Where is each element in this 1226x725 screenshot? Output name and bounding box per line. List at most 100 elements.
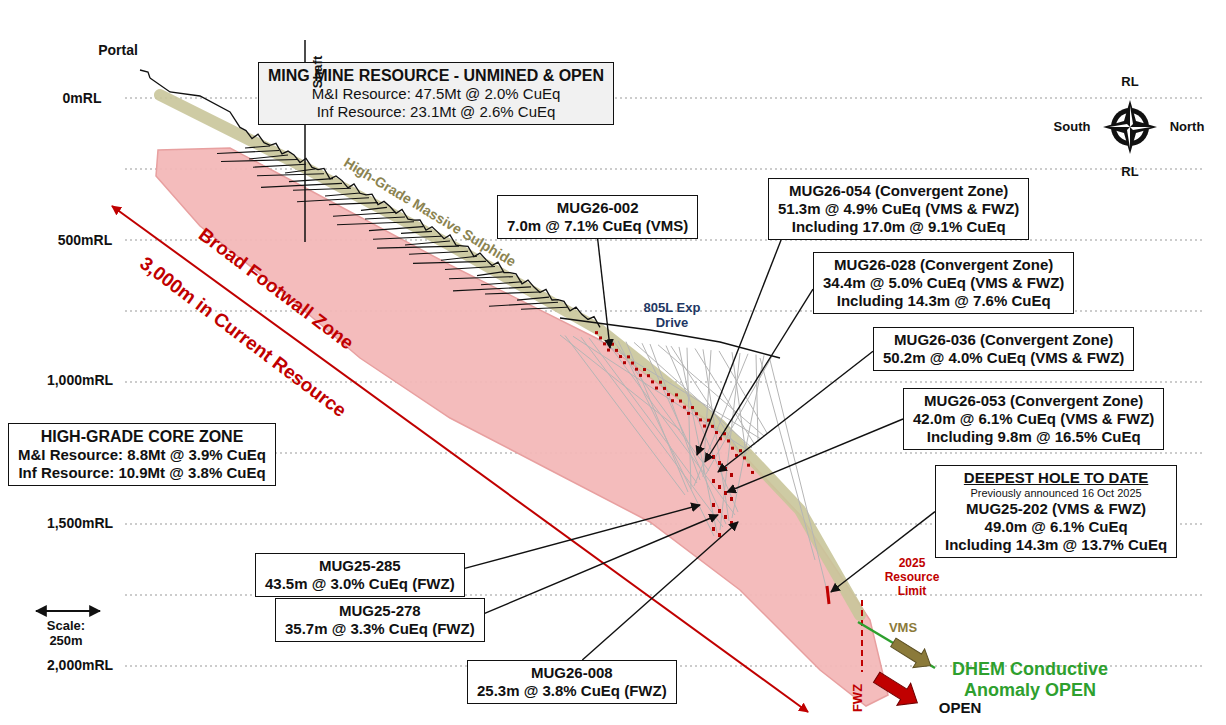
intercept-dot — [687, 412, 690, 415]
intercept-dot — [730, 521, 733, 525]
callout-text: 50.2m @ 4.0% CuEq (VMS & FWZ) — [883, 349, 1124, 367]
level-drive — [289, 179, 333, 182]
intercept-dot — [655, 387, 658, 390]
resource-limit — [861, 600, 863, 672]
level-drive — [441, 256, 477, 260]
intercept-dot — [607, 349, 610, 352]
intercept-dot — [611, 343, 614, 346]
intercept-dot — [739, 449, 742, 452]
rl-line — [125, 168, 1205, 169]
intercept-dot — [615, 349, 618, 352]
level-drive — [365, 217, 405, 219]
level-drive — [285, 169, 315, 173]
level-drive — [373, 236, 441, 239]
intercept-dot — [659, 381, 662, 384]
intercept-dot — [643, 368, 646, 371]
level-drive — [481, 282, 522, 285]
level-drive — [245, 146, 270, 148]
intercept-dot — [679, 400, 682, 403]
callout-heading: MUG26-002 — [507, 199, 688, 217]
level-drive — [297, 198, 369, 202]
section-label: 0mRL — [63, 90, 102, 106]
intercept-dot — [718, 533, 721, 537]
drill-trace — [618, 341, 714, 536]
callout-text: 51.3m @ 4.9% CuEq (VMS & FWZ) — [778, 200, 1019, 218]
intercept-dot — [695, 412, 698, 415]
section-label: South — [1054, 120, 1091, 135]
intercept-dot — [599, 336, 602, 339]
section-label: North — [1170, 120, 1205, 135]
intercept-dot — [711, 425, 714, 428]
callout-text: 7.0m @ 7.1% CuEq (VMS) — [507, 217, 688, 235]
section-label: VMS — [889, 621, 917, 636]
drill-trace — [658, 345, 764, 436]
section-label: FWZ — [851, 684, 866, 712]
intercept-dot — [631, 362, 634, 365]
leader-line — [718, 351, 873, 472]
section-label: Portal — [98, 42, 138, 58]
level-drive — [221, 160, 297, 162]
section-label: 1,500mRL — [47, 515, 113, 531]
fwz-arrow — [870, 666, 924, 713]
callout-text: Inf Resource: 23.1Mt @ 2.6% CuEq — [268, 103, 604, 121]
intercept-dot — [747, 464, 750, 467]
leader-line — [705, 289, 813, 462]
intercept-dot — [751, 471, 754, 474]
level-drive — [453, 287, 531, 291]
intercept-dot — [683, 406, 686, 409]
callout-text: 42.0m @ 6.1% CuEq (VMS & FWZ) — [913, 410, 1154, 428]
section-label: 805L Exp Drive — [636, 301, 708, 331]
level-drive — [521, 307, 567, 309]
intercept-dot — [619, 355, 622, 358]
section-label: 2,000mRL — [47, 657, 113, 673]
leader-line — [727, 419, 903, 492]
drill-trace — [687, 348, 691, 489]
intercept-dot — [718, 485, 721, 489]
intercept-dot — [603, 342, 606, 345]
intercept-dot — [675, 393, 678, 396]
section-label: Shaft — [311, 56, 326, 89]
intercept-dot — [718, 461, 721, 465]
level-drive — [261, 183, 342, 187]
intercept-dot — [724, 491, 727, 495]
callout-box: MUG26-036 (Convergent Zone)50.2m @ 4.0% … — [873, 327, 1134, 371]
callout-box: MUG25-27835.7m @ 3.3% CuEq (FWZ) — [275, 598, 485, 642]
intercept-dot — [703, 425, 706, 428]
drill-trace — [626, 342, 688, 492]
level-drive — [249, 155, 288, 159]
scale-bar — [36, 610, 100, 612]
drill-trace — [589, 338, 697, 483]
callout-heading: HIGH-GRADE CORE ZONE — [18, 427, 266, 446]
callout-box: MUG25-28543.5m @ 3.0% CuEq (FWZ) — [255, 553, 465, 597]
level-drive — [449, 277, 513, 279]
callout-heading: MUG26-053 (Convergent Zone) — [913, 392, 1154, 410]
callout-text: 34.4m @ 5.0% CuEq (VMS & FWZ) — [823, 274, 1064, 292]
leader-line — [598, 239, 610, 348]
callout-heading: MUG26-028 (Convergent Zone) — [823, 256, 1064, 274]
drill-trace — [671, 346, 743, 457]
intercept-dots — [595, 331, 754, 537]
intercept-dot — [712, 479, 715, 483]
callout-box: MUG26-0027.0m @ 7.1% CuEq (VMS) — [497, 195, 698, 239]
callout-box: MUG26-053 (Convergent Zone)42.0m @ 6.1% … — [903, 388, 1164, 450]
intercept-dot — [730, 497, 733, 501]
callout-box: MUG26-00825.3m @ 3.8% CuEq (FWZ) — [467, 660, 677, 704]
leader-line — [697, 240, 781, 455]
drill-trace — [770, 360, 828, 595]
level-drive — [369, 227, 423, 231]
level-drive — [333, 212, 396, 216]
intercept-dot — [691, 406, 694, 409]
intercept-dot — [663, 387, 666, 390]
intercept-dot — [724, 515, 727, 519]
intercept-dot — [712, 455, 715, 459]
intercept-dot — [667, 393, 670, 396]
callout-text: 49.0m @ 6.1% CuEq — [945, 518, 1167, 536]
section-label: RL — [1121, 75, 1138, 90]
level-drive — [325, 193, 360, 196]
callout-text: MUG25-202 (VMS & FWZ) — [945, 500, 1167, 518]
drill-trace — [565, 336, 685, 496]
level-drive — [257, 174, 324, 176]
callout-text: Including 9.8m @ 16.5% CuEq — [913, 428, 1154, 446]
section-label: 1,000mRL — [47, 372, 113, 388]
